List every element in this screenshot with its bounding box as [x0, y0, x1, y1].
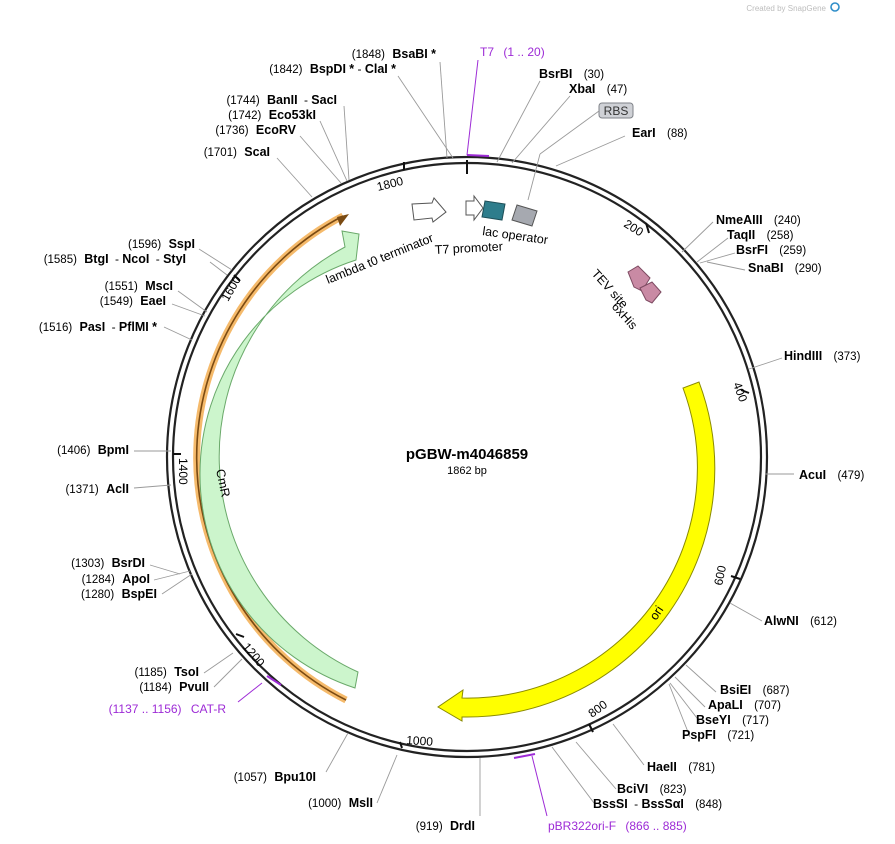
watermark-text: Created by SnapGene [746, 4, 826, 13]
site-bsrfi: BsrFI (259) [736, 243, 806, 257]
tick-marks [173, 160, 750, 749]
cmr-feature: CmR [199, 230, 360, 689]
site-bspei: (1280) BspEI [81, 587, 157, 601]
snapgene-watermark: Created by SnapGene [746, 2, 840, 13]
site-msci: (1551) MscI [105, 279, 173, 293]
site-haeii: HaeII (781) [647, 760, 715, 774]
site-taqii: TaqII (258) [727, 228, 794, 242]
site-bspdi-clai: (1842) BspDI * - ClaI * [269, 62, 396, 76]
site-tsoi: (1185) TsoI [134, 665, 199, 679]
site-bsssi-bsssai: BssSI - BssSαI (848) [593, 797, 722, 811]
site-acli: (1371) AclI [65, 482, 129, 496]
site-sspi: (1596) SspI [128, 237, 195, 251]
tev-his-features: TEV site 6xHis [589, 265, 662, 333]
rbs-feature: RBS [511, 102, 634, 227]
site-eaei: (1549) EaeI [100, 294, 166, 308]
ori-label: ori [647, 603, 666, 622]
primer-t7: T7 (1 .. 20) [480, 45, 545, 59]
site-ecorv: (1736) EcoRV [215, 123, 296, 137]
plasmid-name: pGBW-m4046859 [406, 446, 528, 463]
primer-t7-range: (1 .. 20) [503, 45, 544, 59]
site-eco53ki: (1742) Eco53kI [228, 108, 316, 122]
site-bseyi: BseYI (717) [696, 713, 769, 727]
site-apoi: (1284) ApoI [82, 572, 150, 586]
ori-feature: ori [437, 381, 716, 722]
site-labels-left: (1848) BsaBI * (1842) BspDI * - ClaI * (… [39, 47, 475, 833]
site-banii-saci: (1744) BanII - SacI [226, 93, 337, 107]
primer-catr: (1137 .. 1156) CAT-R [109, 702, 227, 716]
site-hindiii: HindIII (373) [784, 349, 861, 363]
his-tag-label: 6xHis [609, 300, 640, 333]
plasmid-length: 1862 bp [447, 465, 487, 477]
rbs-label-box [598, 102, 634, 119]
site-apali: ApaLI (707) [708, 698, 781, 712]
tick-1400: 1400 [176, 458, 190, 485]
site-pvuii: (1184) PvuII [139, 680, 209, 694]
site-xbai: XbaI (47) [569, 82, 627, 96]
site-drdi: (919) DrdI [416, 819, 475, 833]
site-pspfi: PspFI (721) [682, 728, 754, 742]
primers: T7 (1 .. 20) (1137 .. 1156) CAT-R pBR322… [109, 45, 687, 833]
lambda-terminator-feature: lambda t0 terminator [324, 197, 447, 287]
primer-pbr322ori-f: pBR322ori-F (866 .. 885) [548, 819, 687, 833]
plasmid-title: pGBW-m4046859 1862 bp [406, 446, 528, 477]
tick-1000: 1000 [406, 733, 434, 749]
tick-600: 600 [711, 564, 729, 587]
tick-400: 400 [730, 380, 750, 404]
snapgene-logo-icon [830, 2, 840, 12]
primer-pbr-range: (866 .. 885) [625, 819, 686, 833]
site-bpmi: (1406) BpmI [57, 443, 129, 457]
site-eari: EarI (88) [632, 126, 688, 140]
primer-t7-name: T7 [480, 45, 494, 59]
primer-catr-name: CAT-R [191, 702, 226, 716]
site-nmeaiii: NmeAIII (240) [716, 213, 801, 227]
site-leaders [133, 61, 794, 816]
tick-1200: 1200 [240, 640, 268, 670]
site-pasi-pflmi: (1516) PasI - PflMI * [39, 320, 157, 334]
site-bsabi: (1848) BsaBI * [352, 47, 436, 61]
site-snabi: SnaBI (290) [748, 261, 822, 275]
t7-promoter-feature: T7 promoter [434, 194, 503, 257]
rbs-label: RBS [604, 104, 629, 118]
site-bcivi: BciVI (823) [617, 782, 687, 796]
site-labels-right: BsrBI (30) XbaI (47) EarI (88) NmeAIII (… [539, 67, 864, 811]
site-scai: (1701) ScaI [204, 145, 270, 159]
site-msli: (1000) MslI [308, 796, 373, 810]
site-bsrdi: (1303) BsrDI [71, 556, 145, 570]
t7-promoter-label: T7 promoter [434, 239, 503, 257]
site-acui: AcuI (479) [799, 468, 864, 482]
primer-catr-range: (1137 .. 1156) [109, 702, 182, 716]
tick-1600: 1600 [218, 273, 244, 303]
site-bpu10i: (1057) Bpu10I [234, 770, 316, 784]
site-btgi-ncoi-styi: (1585) BtgI - NcoI - StyI [44, 252, 186, 266]
cmr-label: CmR [213, 468, 233, 499]
tick-1800: 1800 [375, 174, 405, 194]
site-alwni: AlwNI (612) [764, 614, 837, 628]
primer-pbr-name: pBR322ori-F [548, 819, 616, 833]
site-bsiei: BsiEI (687) [720, 683, 790, 697]
cmr-orf-band [193, 212, 349, 704]
site-bsrbi: BsrBI (30) [539, 67, 604, 81]
